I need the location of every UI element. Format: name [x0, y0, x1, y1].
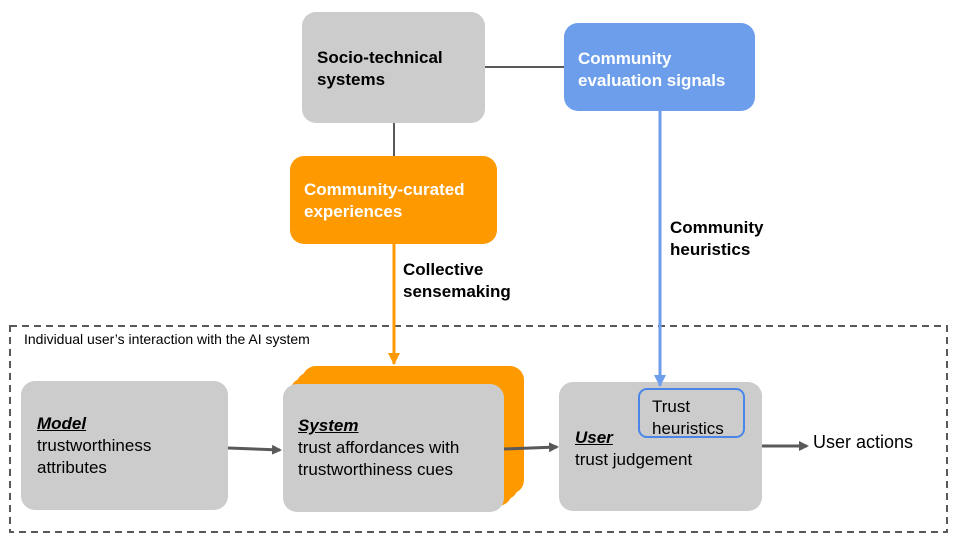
region-border	[9, 325, 948, 533]
socio-technical-systems-box: Socio-technical systems	[302, 12, 485, 123]
community-curated-experiences-box: Community-curated experiences	[290, 156, 497, 244]
model-body: trustworthiness attributes	[37, 436, 152, 478]
collective-sensemaking-label: Collective sensemaking	[403, 260, 511, 302]
trust-heuristics-box: Trust heuristics	[638, 388, 745, 438]
community-heuristics-label: Community heuristics	[670, 218, 764, 260]
region-title: Individual user’s interaction with the A…	[24, 331, 310, 347]
model-box: Model trustworthiness attributes	[21, 381, 228, 510]
user-body: trust judgement	[575, 450, 693, 470]
user-title: User	[575, 428, 613, 447]
community-evaluation-signals-box: Community evaluation signals	[564, 23, 755, 111]
user-actions-label: User actions	[813, 432, 914, 452]
system-box: System trust affordances with trustworth…	[283, 384, 504, 512]
system-body: trust affordances with trustworthiness c…	[298, 438, 460, 480]
system-title: System	[298, 416, 359, 435]
model-title: Model	[37, 414, 87, 433]
